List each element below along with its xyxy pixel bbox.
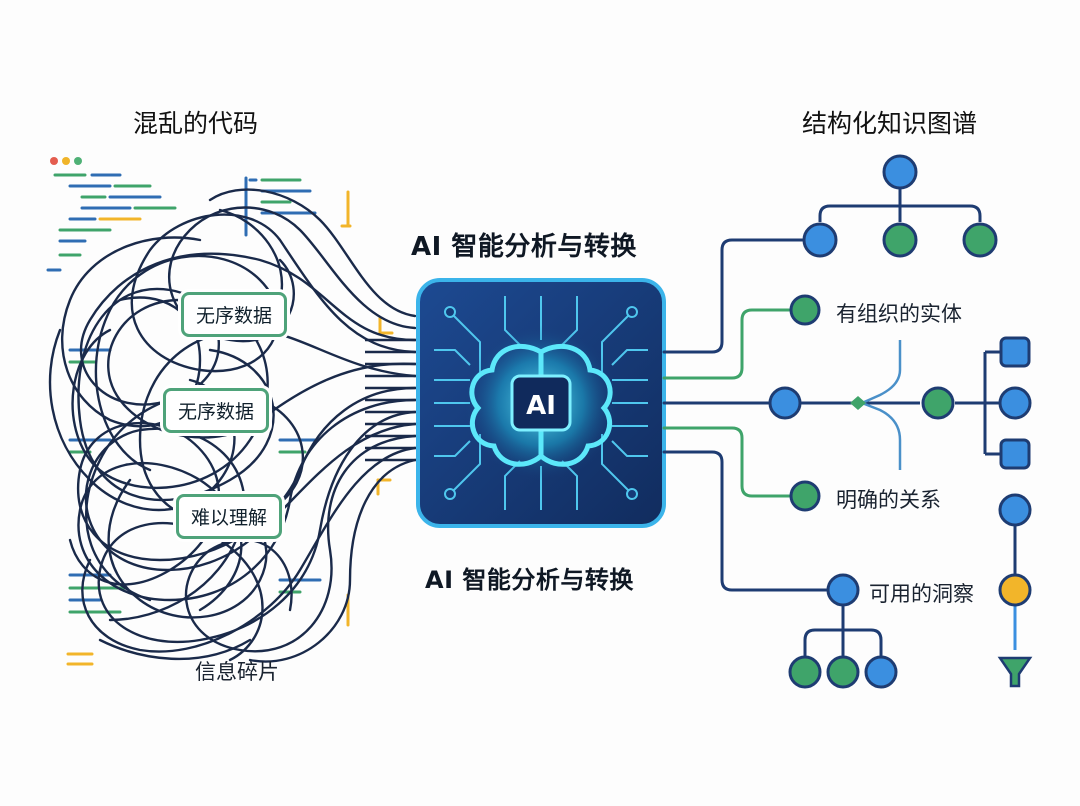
window-dot-yellow [62,157,70,165]
output-connections [662,238,830,592]
relation-node-left [768,386,802,420]
circle-node [998,386,1032,420]
pipeline-node [998,493,1032,527]
square-node [999,438,1031,470]
relation-end-node [789,480,821,512]
tag-unordered-data: 无序数据 [181,292,288,337]
leaf-node-green [826,655,860,689]
leaf-node-green [788,655,822,689]
code-snippet-bottom [66,316,394,666]
tree-node-green [962,222,998,258]
insights-label: 可用的洞察 [869,582,974,606]
ai-core [510,374,572,432]
relation-graph [800,340,1000,470]
relations-label: 明确的关系 [836,488,941,512]
square-node [999,336,1031,368]
leaf-node-blue [864,655,898,689]
bottom-tree [803,606,883,656]
insight-node [826,573,860,607]
entities-label: 有组织的实体 [836,302,962,326]
tree-node-blue [802,222,838,258]
relation-diamond [850,396,866,410]
window-dot-green [74,157,82,165]
input-circuit-lines [365,338,418,462]
entity-node [789,294,821,326]
window-dot-red [50,157,58,165]
center-title-bottom: AI 智能分析与转换 [425,566,634,594]
relation-node-mid [921,386,955,420]
center-title-top: AI 智能分析与转换 [411,232,637,262]
ai-chip: AI [416,278,666,528]
tag-unordered-data: 无序数据 [163,388,270,433]
pipeline-node-yellow [998,573,1032,607]
tree-node-green [882,222,918,258]
left-title: 混乱的代码 [133,109,259,138]
tree-root-node [882,154,918,190]
top-tree [818,188,982,222]
info-fragments-label: 信息碎片 [195,660,279,684]
chip-label: AI [526,391,556,421]
right-title: 结构化知识图谱 [802,109,978,138]
tag-hard-to-understand: 难以理解 [176,494,283,539]
funnel-icon [997,656,1033,688]
